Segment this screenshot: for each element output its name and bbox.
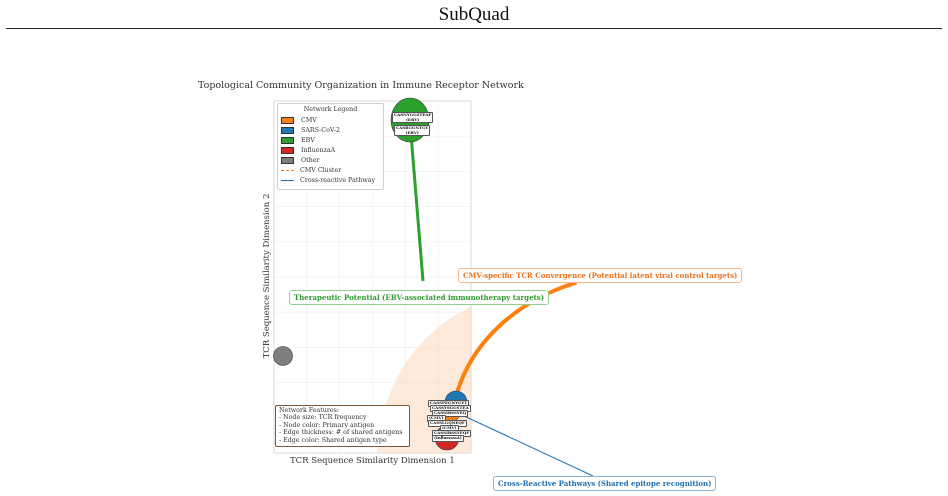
node-other[interactable] [273,346,293,366]
x-axis-label: TCR Sequence Similarity Dimension 1 [290,456,455,466]
features-line-4: - Edge color: Shared antigen type [279,436,387,444]
legend-entry-cross-reactive: Cross-reactive Pathway [281,176,375,185]
legend-label-cmv-cluster: CMV Cluster [300,167,342,174]
annotation-therapeutic-potential: Therapeutic Potential (EBV-associated im… [289,290,550,305]
legend-entry-other: Other [281,156,320,165]
features-line-2: - Node color: Primary antigen [279,421,375,429]
node-label-cluster-3: CASSIRSSYEQ [432,410,469,417]
legend-label-ebv: EBV [301,137,315,144]
annotation-cmv-convergence: CMV-specific TCR Convergence (Potential … [458,268,743,283]
legend-line-cross-reactive [281,180,294,181]
legend-swatch-ebv [281,137,294,144]
y-axis-label: TCR Sequence Similarity Dimension 2 [262,193,272,359]
legend-entry-cmv-cluster: CMV Cluster [281,166,341,175]
legend-dash-cmv-cluster [281,170,294,171]
features-line-3: - Edge thickness: # of shared antigens [279,429,403,437]
legend-entry-sars-cov-2: SARS-CoV-2 [281,126,340,135]
cross-reactive-edge [461,414,594,477]
cmv-convergence-edge [453,281,577,402]
node-label-ebv-1: CASNYGGSTEAF (EBV) [392,112,434,124]
chart-legend: Network Legend CMV SARS-CoV-2 EBV Influe… [277,103,384,190]
features-title: Network Features: [279,407,339,414]
legend-label-cross-reactive: Cross-reactive Pathway [300,177,376,184]
legend-label-influenza: InfluenzaA [301,147,336,154]
legend-entry-ebv: EBV [281,136,315,145]
legend-label-sars: SARS-CoV-2 [301,127,340,134]
header-rule [6,28,942,29]
paper-header-title: SubQuad [438,4,510,25]
legend-entry-influenzaa: InfluenzaA [281,146,335,155]
legend-swatch-cmv [281,117,294,124]
features-line-1: - Node size: TCR frequency [279,414,367,422]
chart-title: Topological Community Organization in Im… [198,80,524,91]
legend-swatch-other [281,157,294,164]
network-features-box: Network Features: - Node size: TCR frequ… [275,405,410,447]
node-label-ebv-2: CASRGGNTGY (EBV) [394,125,431,137]
ebv-edge [408,121,425,282]
legend-swatch-sars [281,127,294,134]
legend-title: Network Legend [303,106,358,113]
legend-swatch-influenza [281,147,294,154]
legend-entry-cmv: CMV [281,116,317,125]
legend-label-other: Other [301,157,320,164]
node-label-cluster-8: (InfluenzaA) [432,435,464,442]
annotation-cross-reactive: Cross-Reactive Pathways (Shared epitope … [493,476,717,491]
legend-label-cmv: CMV [301,117,317,124]
